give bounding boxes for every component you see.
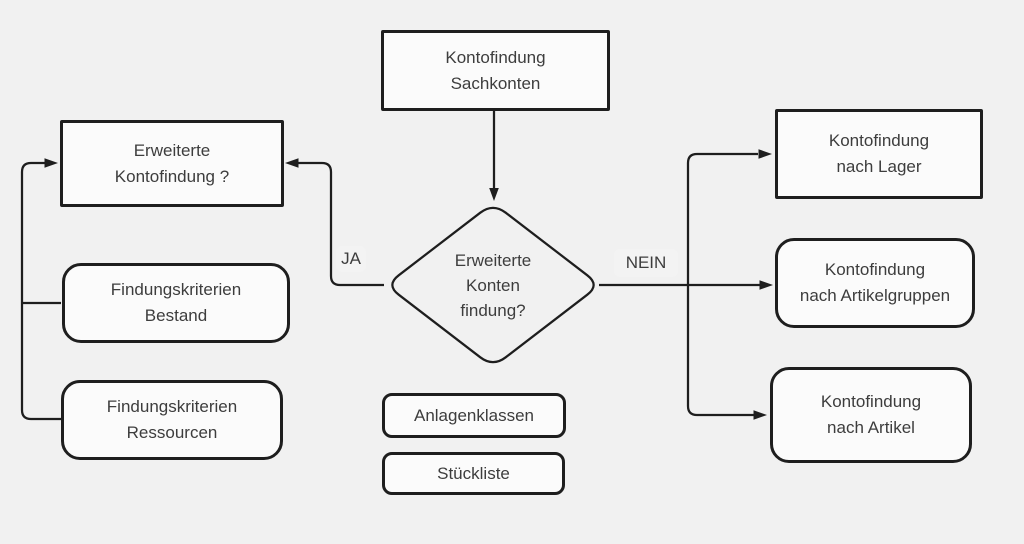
node-kontofindung-artikel: Kontofindung nach Artikel: [770, 367, 972, 463]
node-start: Kontofindung Sachkonten: [381, 30, 610, 111]
edge-ja: [298, 161, 384, 287]
edge-nein-artikel: [686, 285, 754, 417]
node-findungskriterien-ressourcen: Findungskriterien Ressourcen: [61, 380, 283, 460]
node-findungskriterien-bestand: Findungskriterien Bestand: [62, 263, 290, 343]
arrowhead-right-lager: [758, 149, 772, 159]
node-decision-label: Erweiterte Konten findung?: [454, 250, 532, 320]
node-erweiterte-kontofindung: Erweiterte Kontofindung ?: [60, 120, 284, 207]
node-kontofindung-lager: Kontofindung nach Lager: [775, 109, 983, 199]
arrowhead-left-erweiterte: [285, 158, 299, 168]
node-anlagenklassen: Anlagenklassen: [382, 393, 566, 438]
arrowhead-down-decision: [489, 188, 499, 201]
arrowhead-right-erweiterte: [44, 158, 58, 168]
arrowhead-right-artikel: [753, 410, 767, 420]
edge-nein-lager: [686, 152, 758, 285]
edge-label-nein: NEIN: [614, 249, 678, 277]
decision-diamond-shape: [391, 206, 595, 364]
arrowhead-right-artikelgruppen: [759, 280, 773, 290]
edge-label-ja: JA: [336, 246, 366, 272]
node-kontofindung-artikelgruppen: Kontofindung nach Artikelgruppen: [775, 238, 975, 328]
edge-left-loop: [20, 161, 61, 421]
node-stueckliste: Stückliste: [382, 452, 565, 495]
